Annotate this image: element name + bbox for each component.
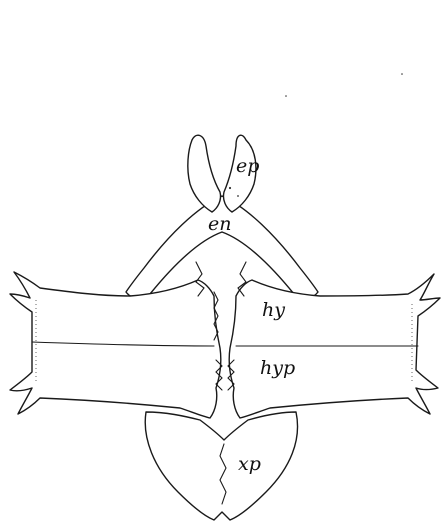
speck <box>401 73 403 75</box>
label-ep: ep <box>236 155 259 177</box>
label-xp: xp <box>238 453 261 475</box>
speck <box>285 95 287 97</box>
speck <box>229 187 231 189</box>
left-epiplastron-shape <box>188 135 221 212</box>
label-hyp: hyp <box>260 357 295 379</box>
label-en: en <box>208 213 231 235</box>
xiphiplastron-shape <box>145 412 297 520</box>
label-hy: hy <box>262 299 285 321</box>
entoplastron-shape <box>126 196 318 298</box>
speck <box>237 195 239 197</box>
